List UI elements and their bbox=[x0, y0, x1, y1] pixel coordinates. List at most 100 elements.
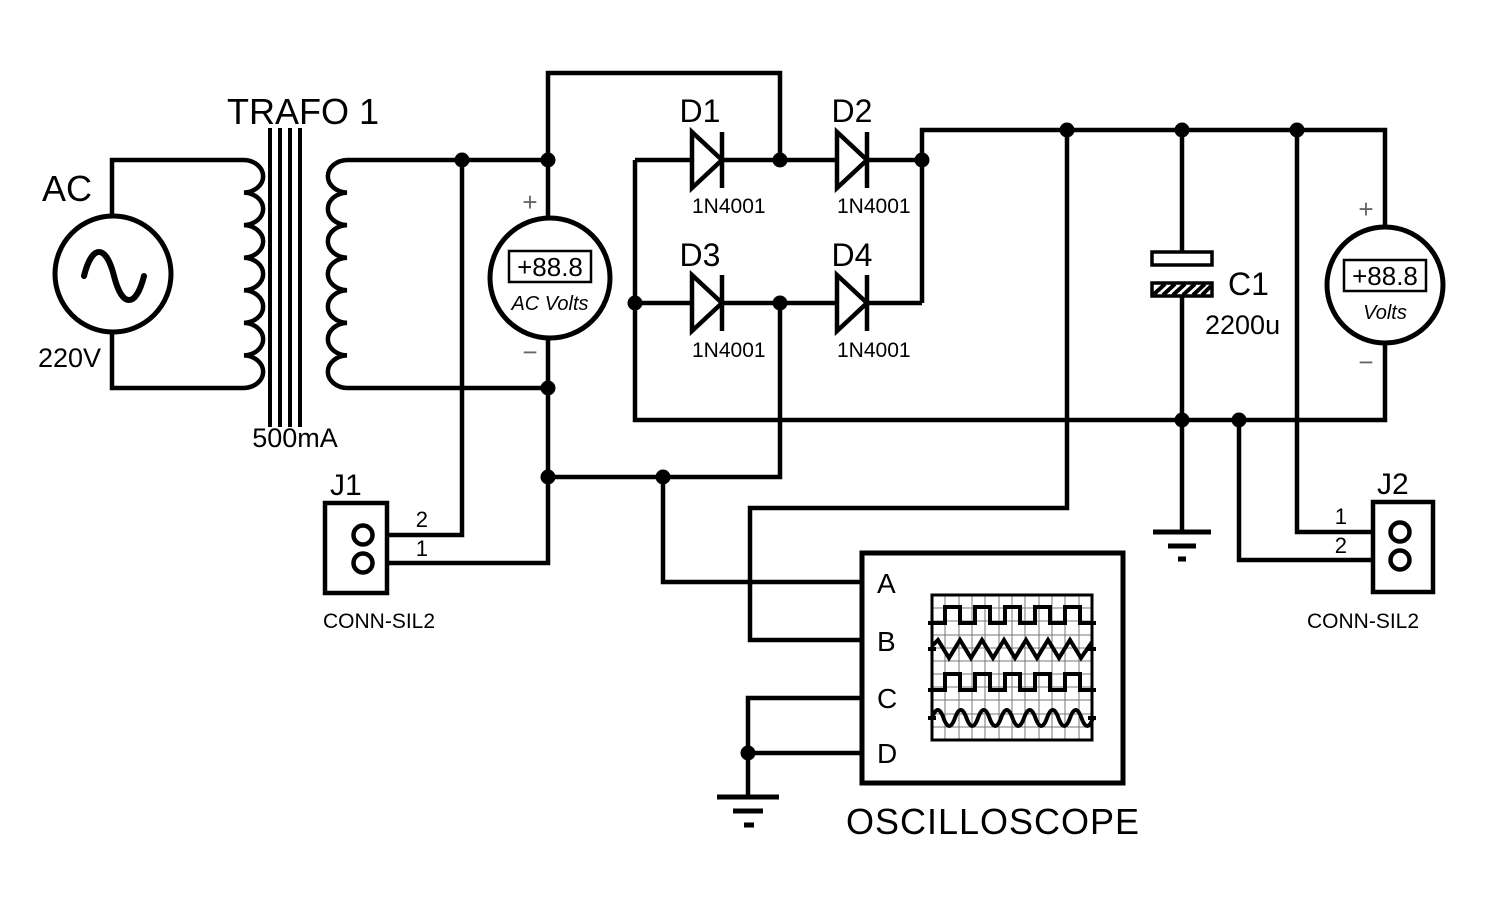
junction-dot bbox=[540, 380, 556, 396]
diode-d3-value: 1N4001 bbox=[692, 339, 766, 362]
wire-bridge-plus-rail bbox=[919, 127, 1388, 303]
ac-voltmeter-display bbox=[507, 249, 593, 284]
junction-dot bbox=[914, 152, 930, 168]
diode-d3: D3 1N4001 bbox=[680, 237, 766, 362]
diode-d1: D1 1N4001 bbox=[680, 93, 766, 218]
oscilloscope-channel-a: A bbox=[877, 568, 896, 599]
connector-j1: J1 2 1 CONN-SIL2 bbox=[322, 469, 435, 633]
junction-dot bbox=[540, 469, 556, 485]
primary-winding bbox=[243, 157, 266, 391]
wire-meter1-bottom-j1-pin1 bbox=[363, 338, 551, 566]
ac-voltmeter-body bbox=[487, 215, 613, 341]
diode-d2-triangle bbox=[834, 126, 871, 194]
connector-j2-pin-bottom bbox=[1388, 548, 1412, 572]
ac-voltmeter-unit: AC Volts bbox=[510, 293, 588, 315]
connector-j1-pin-bottom bbox=[351, 551, 375, 575]
oscilloscope-channel-c: C bbox=[877, 683, 897, 714]
capacitor-c1: C1 2200u bbox=[1150, 250, 1280, 340]
junction-dot bbox=[740, 745, 756, 761]
dc-voltmeter-display bbox=[1342, 258, 1428, 293]
wire-j1-pin2 bbox=[363, 160, 465, 538]
wire-scope-a bbox=[660, 477, 862, 585]
diode-d3-ref: D3 bbox=[680, 237, 721, 273]
diode-d4-ref: D4 bbox=[832, 237, 873, 273]
wire-ac-bottom bbox=[109, 332, 244, 391]
connector-j2-pin-top bbox=[1388, 520, 1412, 544]
capacitor-plate-hatch bbox=[1151, 282, 1213, 297]
diode-d4: D4 1N4001 bbox=[832, 237, 911, 362]
junction-dot bbox=[627, 295, 643, 311]
junction-dot bbox=[772, 295, 788, 311]
junction-dot bbox=[1174, 412, 1190, 428]
oscilloscope: A B C D OSCILLOSCOPE bbox=[846, 550, 1140, 842]
diode-d1-ref: D1 bbox=[680, 93, 721, 129]
wire-ac-top bbox=[109, 157, 244, 216]
trace-sine bbox=[930, 708, 1095, 728]
dc-voltmeter-plus: + bbox=[1358, 194, 1373, 224]
connector-j2: J2 1 2 CONN-SIL2 bbox=[1307, 468, 1436, 633]
junction-dot bbox=[1289, 122, 1305, 138]
trace-triangle bbox=[930, 636, 1094, 662]
wire-ac2-return bbox=[548, 303, 783, 480]
junction-dot bbox=[772, 152, 788, 168]
sine-icon bbox=[81, 249, 147, 303]
connector-j1-pin-top bbox=[351, 523, 375, 547]
junction-dot bbox=[540, 152, 556, 168]
diode-d4-triangle bbox=[834, 269, 871, 337]
ac-source-value: 220V bbox=[38, 343, 101, 373]
diode-d2-value: 1N4001 bbox=[837, 195, 911, 218]
trace-square-1 bbox=[932, 605, 1092, 625]
diode-d1-value: 1N4001 bbox=[692, 195, 766, 218]
ground-symbol-c1 bbox=[1153, 529, 1211, 562]
transformer: TRAFO 1 500mA bbox=[227, 91, 379, 453]
diode-d2: D2 1N4001 bbox=[832, 93, 911, 218]
dc-voltmeter: +88.8 Volts + − bbox=[1324, 194, 1446, 377]
transformer-value: 500mA bbox=[252, 423, 338, 453]
capacitor-value: 2200u bbox=[1205, 310, 1280, 340]
transformer-core bbox=[268, 128, 302, 427]
ac-source: AC 220V bbox=[38, 168, 174, 373]
connector-j2-value: CONN-SIL2 bbox=[1307, 610, 1419, 633]
oscilloscope-channel-b: B bbox=[877, 626, 896, 657]
ac-voltmeter-minus: − bbox=[522, 337, 537, 367]
wire-scope-c-ground bbox=[745, 695, 862, 797]
connector-j2-body bbox=[1370, 499, 1436, 595]
connector-j2-pin-bottom-label: 2 bbox=[1335, 533, 1347, 558]
junction-dots bbox=[454, 122, 1305, 761]
wire-j2-pin2 bbox=[1236, 420, 1400, 563]
ac-source-body bbox=[52, 213, 174, 335]
junction-dot bbox=[1059, 122, 1075, 138]
connector-j1-body bbox=[322, 500, 390, 596]
junction-dot bbox=[655, 469, 671, 485]
junction-dot bbox=[1231, 412, 1247, 428]
transformer-ref: TRAFO 1 bbox=[227, 91, 379, 132]
capacitor-plate-top bbox=[1150, 250, 1214, 267]
dc-voltmeter-unit: Volts bbox=[1363, 302, 1407, 324]
diode-d1-triangle bbox=[689, 126, 726, 194]
ac-voltmeter-plus: + bbox=[522, 187, 537, 217]
wire-top-detour-to-bridge bbox=[545, 70, 783, 160]
ground-symbol-scope bbox=[717, 794, 779, 828]
connector-j1-pin-top-label: 2 bbox=[416, 507, 428, 532]
oscilloscope-label: OSCILLOSCOPE bbox=[846, 801, 1140, 842]
wire-scope-b bbox=[747, 130, 1070, 643]
connector-j1-value: CONN-SIL2 bbox=[323, 610, 435, 633]
connector-j1-ref: J1 bbox=[330, 469, 362, 502]
dc-voltmeter-body bbox=[1324, 224, 1446, 346]
diode-d3-triangle bbox=[689, 269, 726, 337]
junction-dot bbox=[454, 152, 470, 168]
oscilloscope-channel-d: D bbox=[877, 738, 897, 769]
screen-border bbox=[930, 593, 1094, 742]
capacitor-ref: C1 bbox=[1228, 266, 1269, 302]
dc-voltmeter-reading: +88.8 bbox=[1352, 261, 1418, 291]
connector-j2-pin-top-label: 1 bbox=[1335, 504, 1347, 529]
connector-j2-ref: J2 bbox=[1377, 468, 1409, 501]
diode-d4-value: 1N4001 bbox=[837, 339, 911, 362]
wires bbox=[109, 70, 1400, 797]
junction-dot bbox=[1174, 122, 1190, 138]
wire-bridge-minus-rail bbox=[632, 160, 1388, 423]
oscilloscope-body bbox=[859, 550, 1126, 786]
trace-square-2 bbox=[932, 672, 1092, 692]
